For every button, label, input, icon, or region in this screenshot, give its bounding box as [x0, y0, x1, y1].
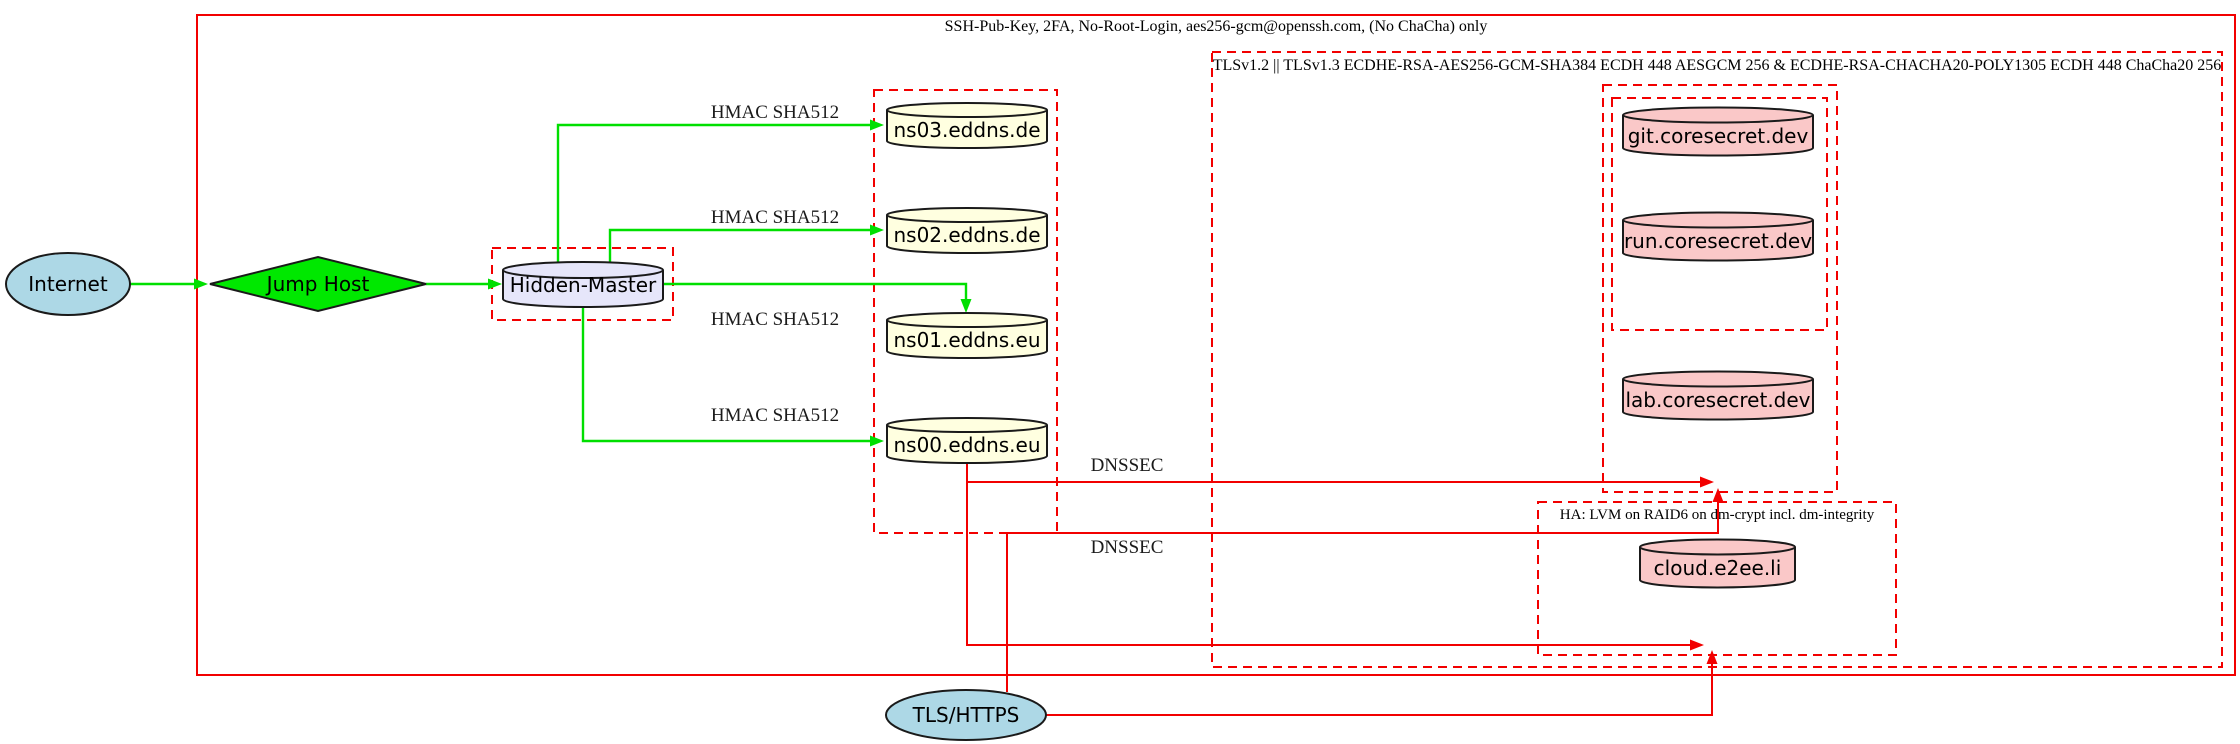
edge-label-hmac-ns02: HMAC SHA512: [711, 207, 839, 228]
nameserver-cluster-box: [873, 89, 1058, 534]
ns00-cylinder-top: [886, 417, 1048, 433]
ns01-cylinder-body: [886, 320, 1048, 359]
node-jump-host: Jump Host: [209, 255, 427, 313]
edge-label-hmac-ns01: HMAC SHA512: [711, 309, 839, 330]
ssh-cluster-box: [196, 14, 2236, 676]
arrowhead-hiddenmaster-ns00: [870, 435, 884, 447]
node-ns03: ns03.eddns.de: [886, 102, 1048, 149]
arrowhead-jumphost-hiddenmaster: [488, 278, 502, 290]
ns02-label: ns02.eddns.de: [893, 223, 1040, 247]
ns01-label: ns01.eddns.eu: [893, 328, 1040, 352]
ns02-cylinder-body: [886, 215, 1048, 254]
ns01-cylinder-top: [886, 312, 1048, 328]
jump-host-label: Jump Host: [265, 272, 370, 296]
node-lab: lab.coresecret.dev: [1622, 370, 1814, 421]
tls-https-ellipse: [885, 689, 1047, 741]
edge-hiddenmaster-ns01: [663, 282, 968, 299]
internet-label: Internet: [28, 272, 108, 296]
ns03-cylinder-body: [886, 110, 1048, 149]
edge-tlshttps-ha: [1046, 664, 1713, 716]
node-hidden-master: Hidden-Master: [502, 261, 664, 308]
git-cylinder-body: [1622, 115, 1814, 157]
edge-hiddenmaster-ns03: [556, 123, 870, 263]
run-cylinder-body: [1622, 220, 1814, 262]
node-git: git.coresecret.dev: [1622, 106, 1814, 157]
ns00-cylinder-body: [886, 425, 1048, 464]
run-label: run.coresecret.dev: [1624, 229, 1812, 253]
tls-cluster-label: TLSv1.2 || TLSv1.3 ECDHE-RSA-AES256-GCM-…: [1213, 57, 2222, 74]
git-label: git.coresecret.dev: [1628, 124, 1809, 148]
arrowhead-hiddenmaster-ns02: [870, 224, 884, 236]
ns02-cylinder-top: [886, 207, 1048, 223]
node-tls-https: TLS/HTTPS: [885, 689, 1047, 741]
node-ns01: ns01.eddns.eu: [886, 312, 1048, 359]
arrowhead-ns00-ha-dnssec: [1690, 639, 1704, 651]
lab-cylinder-top: [1622, 370, 1814, 388]
coresecret-outer-cluster-box: [1602, 84, 1838, 493]
edge-label-hmac-ns00: HMAC SHA512: [711, 405, 839, 426]
lab-label: lab.coresecret.dev: [1625, 388, 1810, 412]
ns03-cylinder-top: [886, 102, 1048, 118]
arrowhead-ns-coresecret-dnssec: [1700, 476, 1714, 488]
node-cloud: cloud.e2ee.li: [1639, 538, 1796, 589]
edge-hiddenmaster-ns00: [581, 307, 870, 443]
lab-cylinder-body: [1622, 379, 1814, 421]
tls-https-label: TLS/HTTPS: [912, 703, 1020, 727]
arrowhead-hiddenmaster-ns01: [960, 299, 972, 313]
jump-host-diamond: [209, 255, 427, 313]
coresecret-inner-cluster-box: [1611, 97, 1828, 331]
git-cylinder-top: [1622, 106, 1814, 124]
edge-label-dnssec-2: DNSSEC: [1091, 537, 1164, 558]
ssh-cluster-label: SSH-Pub-Key, 2FA, No-Root-Login, aes256-…: [945, 18, 1488, 35]
arrowhead-tlshttps-coresecret: [1712, 488, 1724, 502]
arrowhead-tlshttps-ha: [1706, 650, 1718, 664]
run-cylinder-top: [1622, 211, 1814, 229]
ns00-label: ns00.eddns.eu: [893, 433, 1040, 457]
internet-ellipse: [5, 252, 131, 316]
node-ns00: ns00.eddns.eu: [886, 417, 1048, 464]
ns03-label: ns03.eddns.de: [893, 118, 1040, 142]
node-internet: Internet: [5, 252, 131, 316]
edge-label-hmac-ns03: HMAC SHA512: [711, 102, 839, 123]
arrowhead-hiddenmaster-ns03: [870, 119, 884, 131]
hidden-master-label: Hidden-Master: [510, 273, 657, 297]
cloud-cylinder-body: [1639, 547, 1796, 589]
edge-hiddenmaster-ns02: [608, 228, 870, 263]
arrowhead-internet-jumphost: [194, 278, 208, 290]
cloud-cylinder-top: [1639, 538, 1796, 556]
edge-label-dnssec-1: DNSSEC: [1091, 455, 1164, 476]
node-run: run.coresecret.dev: [1622, 211, 1814, 262]
edge-ns00-ha-dnssec: [966, 463, 1690, 646]
node-ns02: ns02.eddns.de: [886, 207, 1048, 254]
cloud-label: cloud.e2ee.li: [1654, 556, 1782, 580]
ha-cluster-box: [1537, 501, 1897, 656]
edge-tlshttps-coresecret: [1006, 502, 1719, 692]
hidden-master-cylinder-top: [502, 261, 664, 279]
tls-cluster-box: [1211, 51, 2223, 668]
hidden-master-cylinder-body: [502, 270, 664, 308]
